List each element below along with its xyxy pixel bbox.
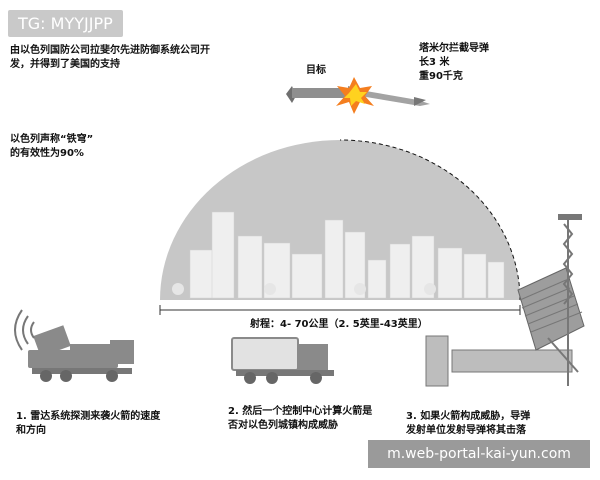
- missile-launcher: [425, 214, 585, 387]
- effectiveness-line-1: 以色列声称“铁穹”: [10, 134, 94, 145]
- step-3-line-2: 发射单位发射导弹将其击落: [406, 425, 526, 436]
- range-label: 射程：4- 70公里（2. 5英里-43英里）: [250, 319, 428, 330]
- interceptor-name: 塔米尔拦截导弹: [419, 43, 489, 54]
- explosion: [336, 77, 374, 114]
- step-1-line-2: 和方向: [16, 425, 46, 436]
- step-1-line-1: 1. 雷达系统探测来袭火箭的速度: [16, 411, 161, 422]
- radar-vehicle: [28, 325, 134, 382]
- step-2-line-2: 否对以色列城镇构成威胁: [228, 420, 338, 431]
- city-skyline: [189, 211, 505, 299]
- interceptor-weight: 重90千克: [419, 71, 463, 82]
- control-center-vehicle: [231, 337, 334, 384]
- intro-text: 由以色列国防公司拉斐尔先进防御系统公司开发，并得到了美国的支持: [10, 45, 210, 70]
- step-2-line-1: 2. 然后一个控制中心计算火箭是: [228, 406, 373, 417]
- trees: [172, 283, 436, 295]
- interceptor-length: 长3 米: [419, 57, 450, 68]
- radar-waves: [14, 309, 35, 351]
- watermark-url: m.web-portal-kai-yun.com: [368, 440, 590, 468]
- effectiveness-line-2: 的有效性为90%: [10, 148, 84, 159]
- interceptor-path: [339, 139, 521, 301]
- step-3-line-1: 3. 如果火箭构成威胁，导弹: [406, 411, 531, 422]
- tag-label: TG: MYYJJPP: [8, 10, 123, 37]
- target-label: 目标: [306, 65, 326, 76]
